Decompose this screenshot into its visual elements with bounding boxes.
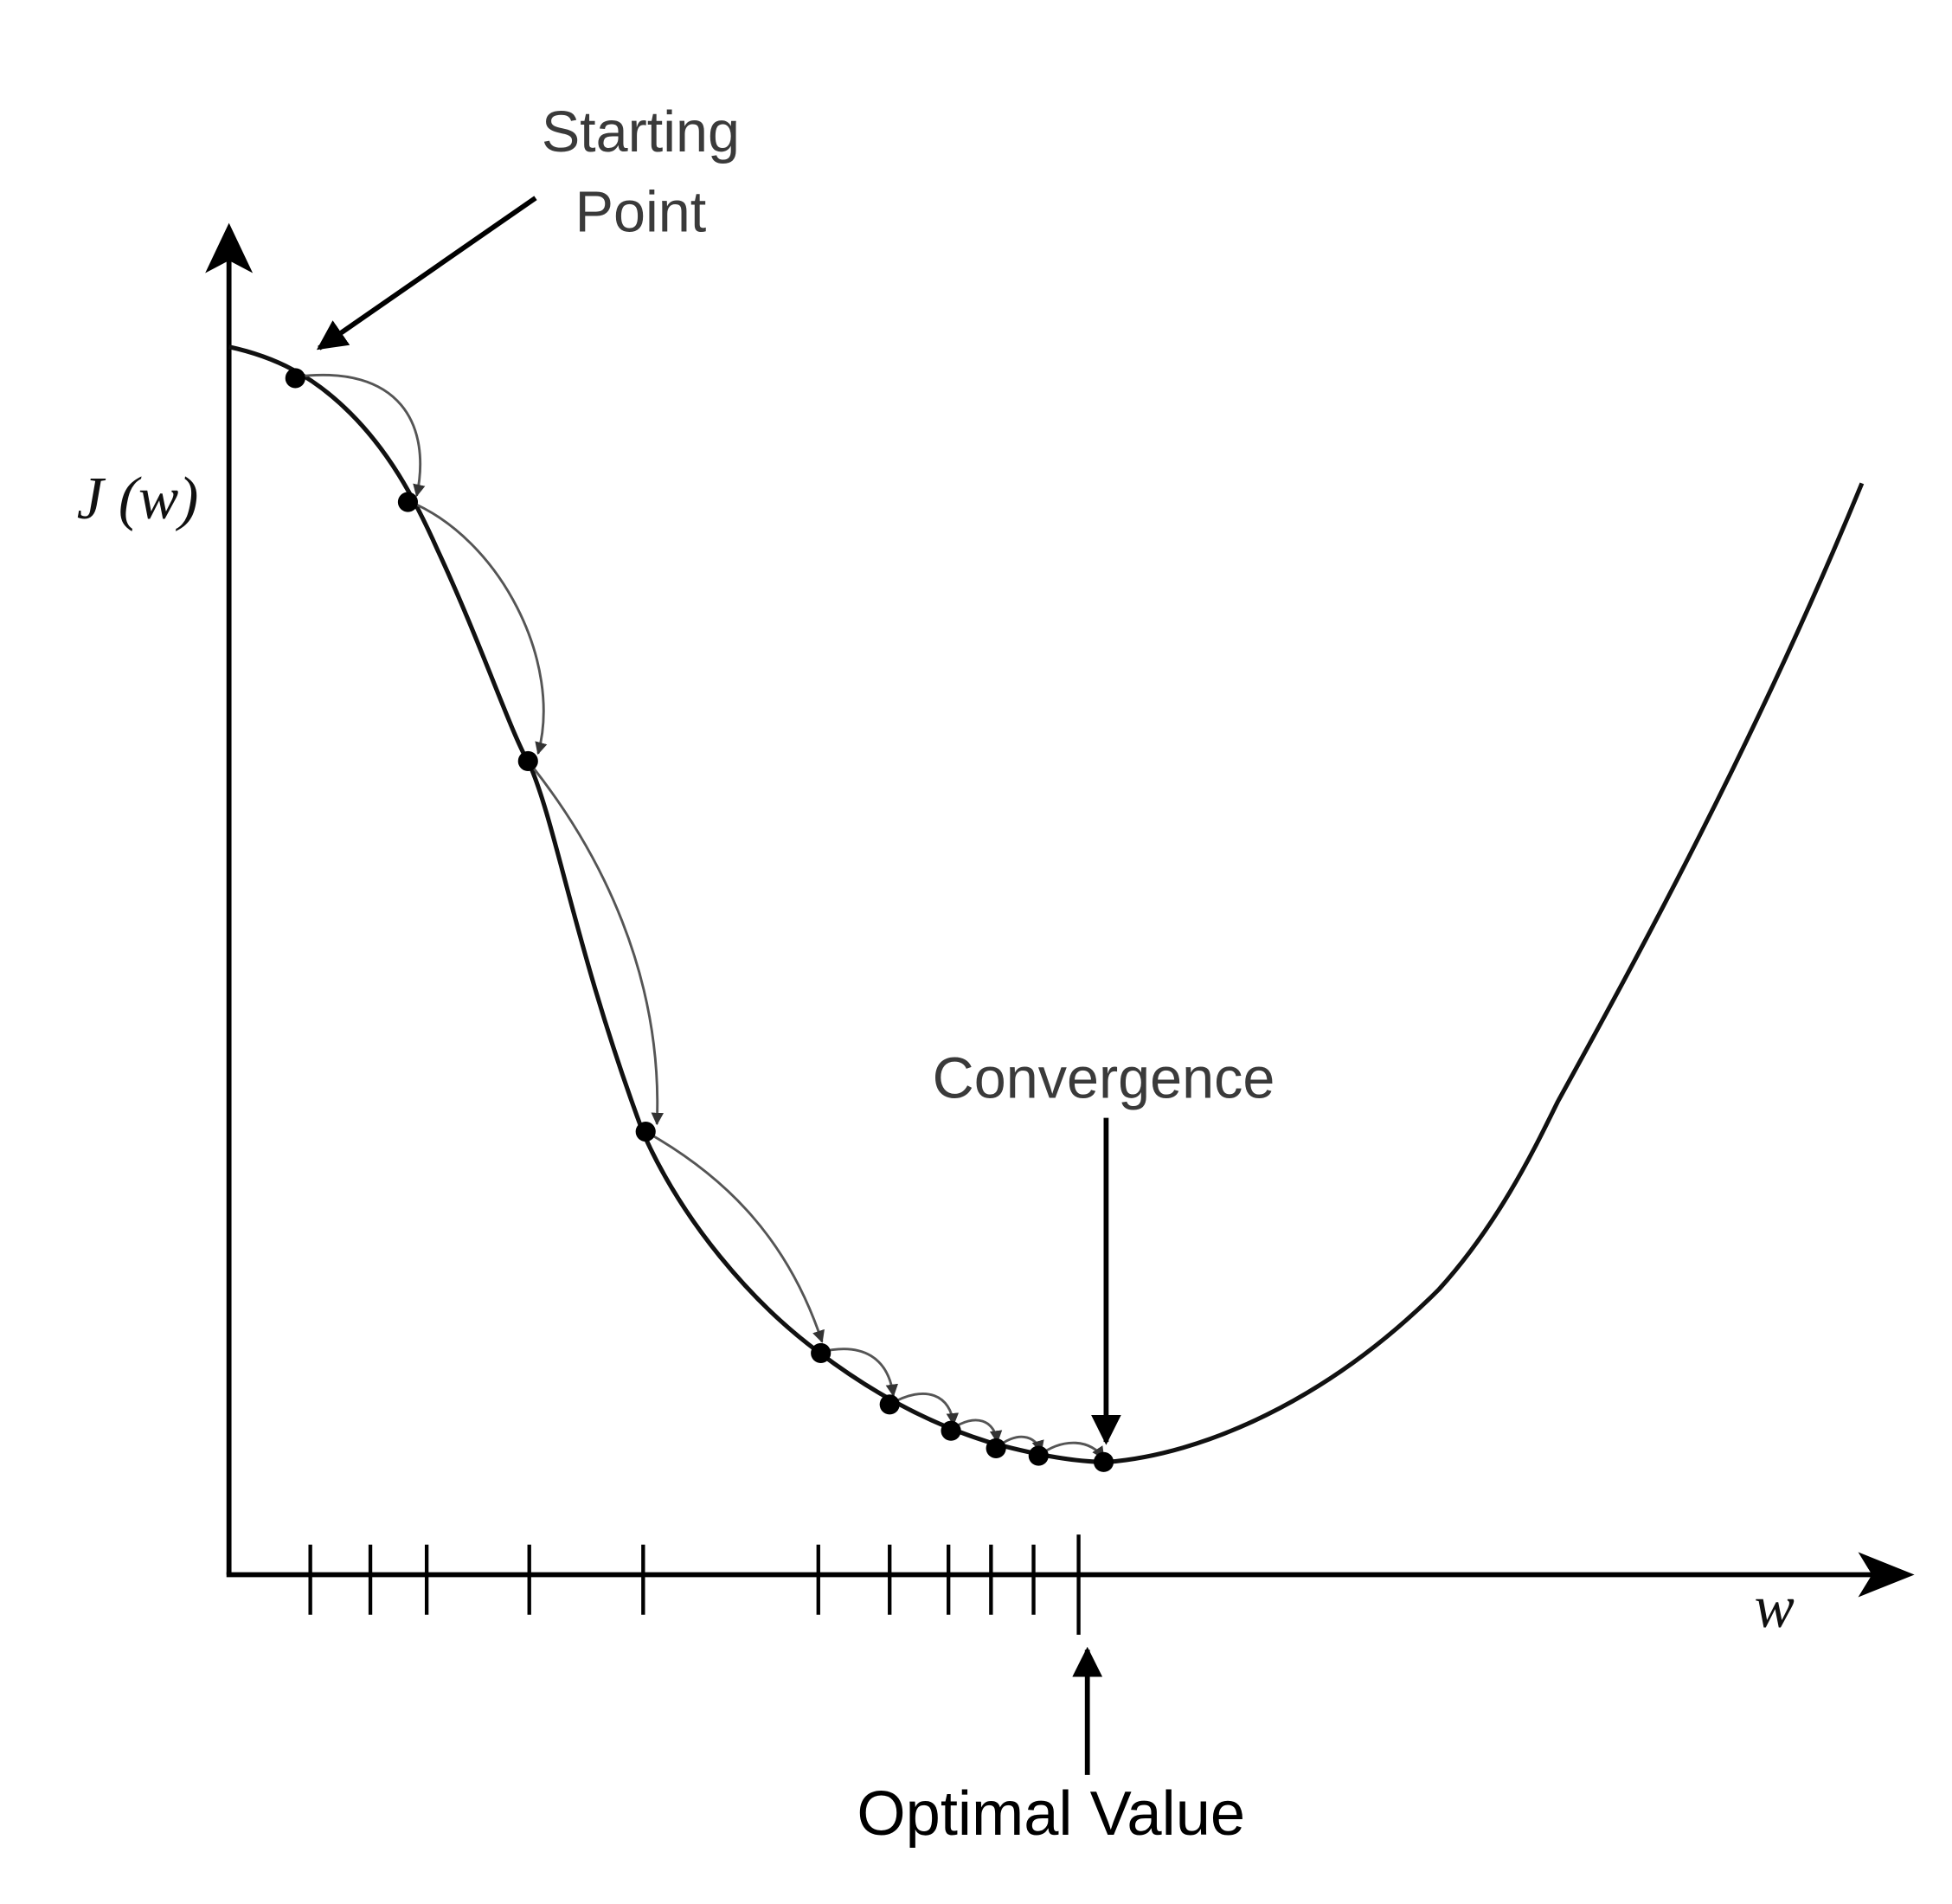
descent-point-start <box>285 368 305 389</box>
x-axis-label: w <box>1754 1574 1794 1641</box>
descent-point <box>1028 1445 1049 1466</box>
descent-point <box>517 750 538 772</box>
descent-point <box>986 1438 1006 1458</box>
y-axis-label: J (w) <box>77 466 199 532</box>
starting-point-label-line2: Point <box>575 181 707 245</box>
descent-point-converged <box>1093 1451 1114 1472</box>
convergence-label: Convergence <box>933 1046 1275 1110</box>
descent-step-arrows <box>295 373 1105 1460</box>
w-axis-ticks <box>308 1534 1081 1635</box>
step-arrow <box>889 1393 960 1426</box>
descent-point <box>397 492 419 512</box>
step-arrow <box>295 373 426 498</box>
step-arrow <box>820 1348 898 1398</box>
step-arrow <box>645 1130 825 1343</box>
descent-point <box>879 1394 900 1415</box>
descent-points <box>285 368 1114 1472</box>
descent-point <box>941 1420 961 1441</box>
cost-curve <box>228 344 1865 1464</box>
optimal-value-label: Optimal Value <box>857 1779 1245 1849</box>
x-axis-arrowhead <box>1858 1552 1915 1598</box>
y-axis-arrowhead <box>205 222 254 273</box>
step-arrow <box>527 760 665 1126</box>
starting-point-pointer <box>316 196 537 351</box>
descent-point <box>635 1121 656 1142</box>
descent-point <box>811 1342 832 1364</box>
starting-point-label-line1: Starting <box>542 100 740 164</box>
step-arrow <box>407 499 548 756</box>
